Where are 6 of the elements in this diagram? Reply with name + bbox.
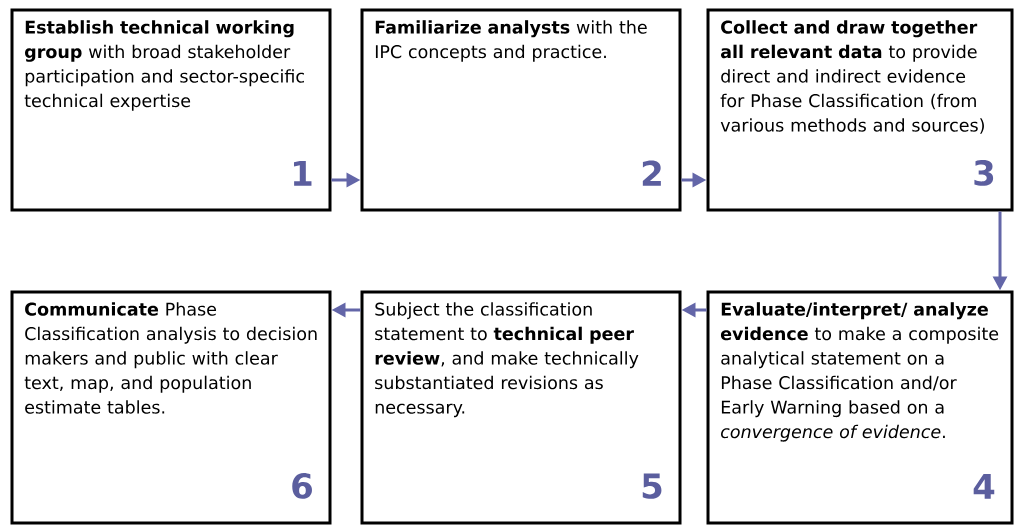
process-box: Collect and draw together all relevant data to provide direct and indirect evidence for Phase Classification (from various methods and sources) 3 bbox=[706, 8, 1014, 212]
process-box: Subject the classification statement to technical peer review, and make technically substantiated revisions as necessary. 5 bbox=[360, 290, 682, 525]
process-box: Communicate Phase Classification analysis to decision makers and public with clear text, map, and population estimate tables. 6 bbox=[10, 290, 332, 525]
process-box: Evaluate/interpret/ analyze evidence to make a composite analytical statement on a Phase Classification and/or Early Warning based on a convergence of evidence. 4 bbox=[706, 290, 1014, 525]
process-box: Establish technical working group with broad stakeholder participation and sector-specific technical expertise 1 bbox=[10, 8, 332, 212]
process-box: Familiarize analysts with the IPC concepts and practice. 2 bbox=[360, 8, 682, 212]
